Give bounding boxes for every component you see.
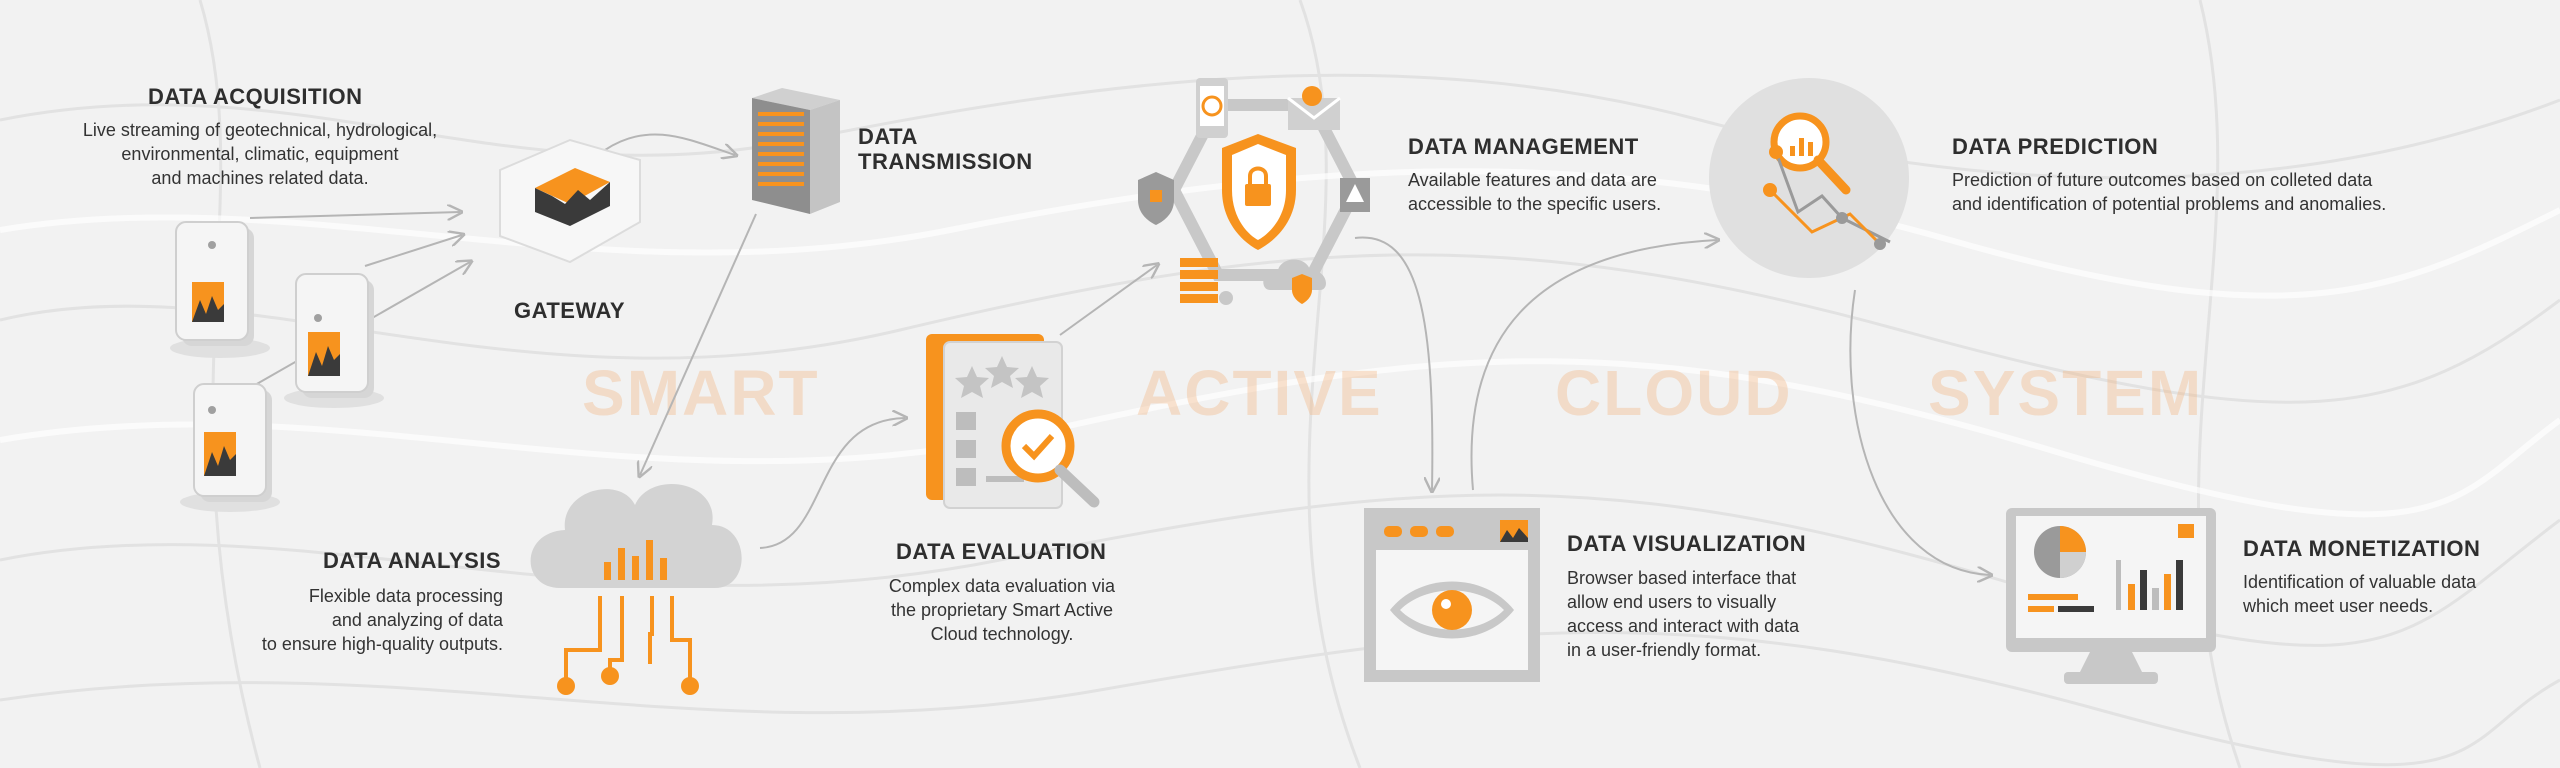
arrow-management-visualization	[1354, 236, 1432, 490]
browser-eye-icon	[1364, 508, 1540, 682]
evaluation-clipboard-icon	[926, 334, 1100, 509]
visualization-description: Browser based interface that allow end u…	[1567, 568, 1800, 660]
monitor-dashboard-icon	[2006, 508, 2216, 684]
evaluation-title: DATA EVALUATION	[896, 539, 1107, 564]
analysis-title: DATA ANALYSIS	[323, 548, 502, 573]
sensor-device-1-icon	[170, 221, 270, 358]
monetization-description: Identification of valuable data which me…	[2243, 572, 2477, 616]
arrow-sensor1-gateway	[249, 212, 460, 218]
prediction-description: Prediction of future outcomes based on c…	[1952, 170, 2387, 214]
management-title: DATA MANAGEMENT	[1408, 134, 1639, 159]
arrow-transmission-analysis	[640, 213, 757, 475]
monetization-title: DATA MONETIZATION	[2243, 536, 2481, 561]
server-rack-icon	[752, 88, 840, 214]
transmission-title: DATA TRANSMISSION	[858, 124, 1033, 174]
arrow-evaluation-management	[1059, 265, 1157, 336]
evaluation-description: Complex data evaluation via the propriet…	[888, 576, 1116, 644]
arrow-sensor2-gateway	[364, 235, 462, 267]
sensor-device-3-icon	[180, 383, 280, 512]
acquisition-title: DATA ACQUISITION	[148, 84, 363, 109]
visualization-title: DATA VISUALIZATION	[1567, 531, 1807, 556]
watermark-smart: SMART	[582, 357, 820, 429]
watermark-active: ACTIVE	[1136, 357, 1383, 429]
cloud-analytics-icon	[530, 483, 742, 695]
watermark-system: SYSTEM	[1928, 357, 2204, 429]
arrow-analysis-evaluation	[759, 418, 905, 549]
gateway-title: GATEWAY	[514, 298, 626, 323]
security-hexagon-icon	[1138, 78, 1370, 305]
prediction-analytics-icon	[1709, 78, 1909, 278]
acquisition-description: Live streaming of geotechnical, hydrolog…	[82, 120, 438, 188]
gateway-icon	[499, 138, 641, 264]
arrow-prediction-monetization	[1849, 289, 1990, 575]
arrow-visualization-prediction	[1470, 240, 1717, 491]
arrow-gateway-transmission	[604, 133, 735, 155]
management-description: Available features and data are accessib…	[1408, 170, 1662, 214]
sensor-device-2-icon	[284, 273, 384, 408]
prediction-title: DATA PREDICTION	[1952, 134, 2159, 159]
analysis-description: Flexible data processing and analyzing o…	[261, 586, 503, 654]
watermark-cloud: CLOUD	[1555, 357, 1793, 429]
